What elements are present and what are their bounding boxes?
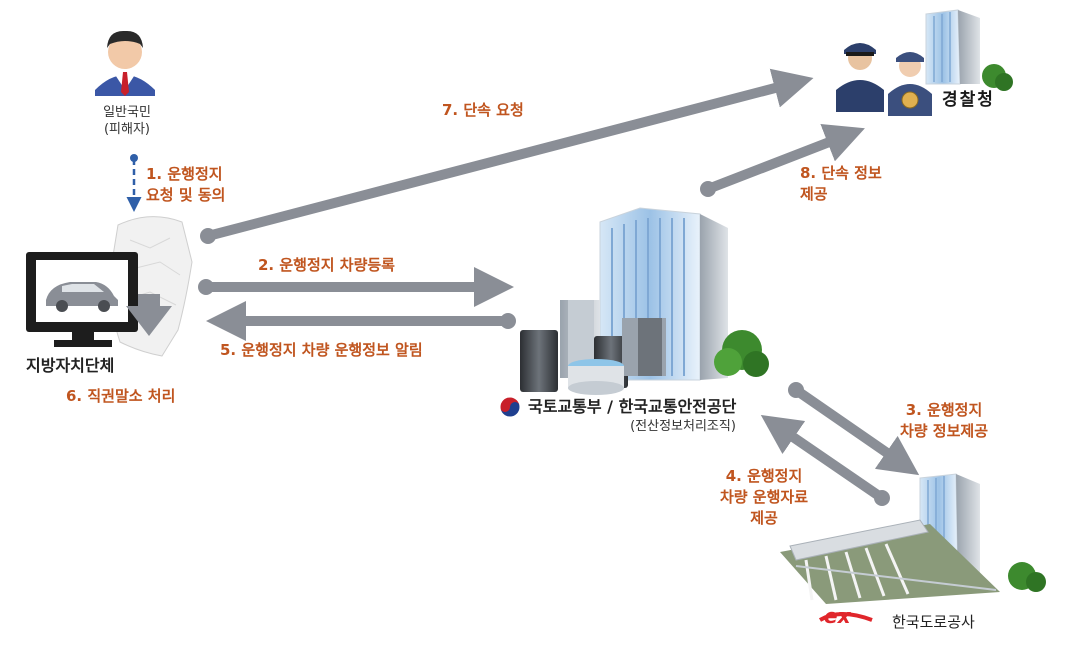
ex-logo (818, 612, 873, 622)
arrow-step3-start-dot (788, 382, 804, 398)
arrow-step5-start-dot (500, 313, 516, 329)
step8-label: 8. 단속 정보 제공 (800, 163, 882, 205)
step3-line1: 3. 운행정지 (905, 401, 983, 419)
step6-label: 6. 직권말소 처리 (66, 387, 176, 405)
police-label: 경찰청 (942, 90, 995, 110)
step4-label: 4. 운행정지 차량 운행자료 제공 (684, 466, 844, 529)
arrow-step8-start-dot (700, 181, 716, 197)
arrow-step3-to-expressway (791, 385, 920, 476)
citizen-label: 일반국민 (피해자) (92, 104, 162, 138)
ex-logo-text: ex (824, 604, 851, 628)
ministry-sub-label: (전산정보처리조직) (630, 419, 736, 434)
citizen-person-icon (95, 30, 155, 96)
arrow-step2-start-dot (198, 279, 214, 295)
step1-line1: 1. 운행정지 (146, 165, 223, 183)
step8-line1: 8. 단속 정보 (800, 164, 882, 182)
ministry-label: 국토교통부 / 한국교통안전공단 (528, 397, 737, 416)
step3-label: 3. 운행정지 차량 정보제공 (864, 400, 1024, 442)
local-gov-label: 지방자치단체 (26, 356, 115, 375)
step4-line3: 제공 (750, 509, 778, 527)
step7-label: 7. 단속 요청 (442, 101, 524, 119)
step4-line2: 차량 운행자료 (719, 488, 809, 506)
korea-government-logo (499, 396, 521, 418)
arrow-step1-start-dot (130, 154, 138, 162)
arrow-step4-start-dot (874, 490, 890, 506)
step5-label: 5. 운행정지 차량 운행정보 알림 (220, 341, 423, 359)
step4-line1: 4. 운행정지 (725, 467, 803, 485)
police-building-icon (925, 9, 1013, 91)
arrow-step8-to-police (703, 124, 865, 194)
arrow-step7-start-dot (200, 228, 216, 244)
arrow-step7-to-police (203, 68, 814, 241)
step3-line2: 차량 정보제공 (899, 422, 989, 440)
citizen-label-line1: 일반국민 (103, 105, 151, 120)
expressway-label: 한국도로공사 (892, 613, 975, 631)
step2-label: 2. 운행정지 차량등록 (258, 256, 395, 274)
citizen-label-line2: (피해자) (103, 122, 151, 137)
step1-label: 1. 운행정지 요청 및 동의 (146, 164, 225, 206)
tollgate-image (780, 519, 1000, 604)
step1-line2: 요청 및 동의 (146, 186, 226, 204)
arrow-step4-to-ministry (760, 414, 887, 503)
monitor-icon (26, 252, 138, 347)
ministry-building-icon (520, 207, 769, 395)
arrow-step6-down (126, 294, 172, 336)
step8-line2: 제공 (800, 185, 828, 203)
police-officers-icon (836, 43, 932, 116)
